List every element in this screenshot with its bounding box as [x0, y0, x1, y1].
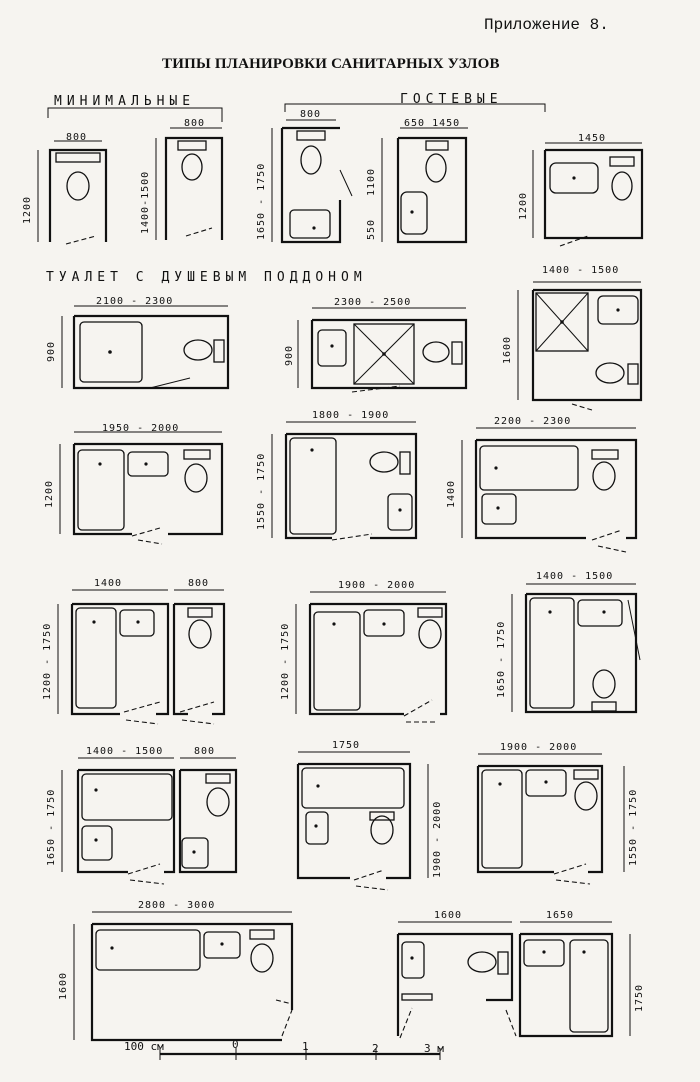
dim-p5-height: 1200: [518, 191, 529, 220]
scale-label-cm: 100 см: [124, 1040, 164, 1053]
dim-p1-height: 1200: [22, 195, 33, 224]
dim-p19-width-right: 1650: [546, 910, 575, 921]
dim-p15-height: 1650 - 1750: [46, 788, 57, 866]
plan-bath-1950: [59, 431, 224, 545]
scale-bar: [159, 1048, 441, 1060]
dim-p13-width: 1900 - 2000: [338, 580, 416, 591]
dim-p14-width: 1400 - 1500: [536, 571, 614, 582]
dim-p15-width-bath: 1400 - 1500: [86, 746, 164, 757]
plan-shower-tray-1: [61, 305, 230, 390]
plan-bath-1900-vertical: [476, 753, 625, 885]
dim-p7-width: 2100 - 2300: [96, 296, 174, 307]
plan-toilet-minimal-1: [37, 140, 108, 245]
section-minimal-bracket: [47, 107, 223, 122]
dim-p3-height: 1650 - 1750: [256, 162, 267, 240]
section-guest-label: ГОСТЕВЫЕ: [400, 92, 503, 107]
plan-bath-2200: [461, 427, 638, 553]
dim-p17-width: 1900 - 2000: [500, 742, 578, 753]
plan-shower-tray-2: [297, 307, 468, 393]
plan-shower-square: [517, 281, 643, 411]
plan-bath-separate-wc: [57, 589, 226, 725]
dim-p2-width: 800: [184, 118, 206, 129]
dim-p15-width-wc: 800: [194, 746, 216, 757]
dim-p19-height: 1750: [634, 983, 645, 1012]
plan-bath-2800: [73, 911, 294, 1042]
page-title: ТИПЫ ПЛАНИРОВКИ САНИТАРНЫХ УЗЛОВ: [162, 56, 500, 72]
dim-p6-width: 1400 - 1500: [542, 265, 620, 276]
plan-bath-1750: [296, 751, 429, 891]
section-minimal-label: МИНИМАЛЬНЫЕ: [54, 94, 196, 109]
plan-bath-double: [396, 921, 631, 1039]
section-shower-label: ТУАЛЕТ С ДУШЕВЫМ ПОДДОНОМ: [46, 270, 367, 285]
scale-label-0: 0: [232, 1038, 239, 1051]
dim-p11-width: 2200 - 2300: [494, 416, 572, 427]
dim-p14-height: 1650 - 1750: [496, 620, 507, 698]
dim-p6-height: 1600: [502, 335, 513, 364]
dim-p12-width-bath: 1400: [94, 578, 123, 589]
dim-p4-height-bottom: 550: [366, 218, 377, 240]
appendix-label: Приложение 8.: [484, 16, 609, 34]
dim-p8-width: 2300 - 2500: [334, 297, 412, 308]
dim-p4-height-top: 1100: [366, 167, 377, 196]
plan-guest-1: [271, 119, 353, 244]
dim-p13-height: 1200 - 1750: [280, 622, 291, 700]
scale-label-1: 1: [302, 1040, 309, 1053]
plan-guest-3: [532, 142, 644, 247]
dim-p10-height: 1550 - 1750: [256, 452, 267, 530]
dim-p7-height: 900: [46, 340, 57, 362]
dim-p16-height: 1900 - 2000: [432, 800, 443, 878]
scale-label-2: 2: [372, 1042, 379, 1055]
dim-p9-height: 1200: [44, 479, 55, 508]
dim-p12-width-wc: 800: [188, 578, 210, 589]
dim-p8-height: 900: [284, 344, 295, 366]
dim-p16-width: 1750: [332, 740, 361, 751]
dim-p18-width: 2800 - 3000: [138, 900, 216, 911]
dim-p4-width: 650 1450: [404, 118, 461, 129]
plan-guest-2: [381, 127, 468, 244]
dim-p11-height: 1400: [446, 479, 457, 508]
dim-p12-height: 1200 - 1750: [42, 622, 53, 700]
dim-p1-width: 800: [66, 132, 88, 143]
plan-bath-1900: [295, 591, 448, 723]
dim-p10-width: 1800 - 1900: [312, 410, 390, 421]
plan-toilet-minimal-2: [155, 127, 224, 240]
plan-bath-side-wc: [61, 757, 238, 885]
dim-p19-width-left: 1600: [434, 910, 463, 921]
plan-bath-1800: [271, 421, 418, 541]
section-guest-bracket: [284, 103, 546, 112]
dim-p17-height: 1550 - 1750: [628, 788, 639, 866]
dim-p3-width: 800: [300, 109, 322, 120]
dim-p18-height: 1600: [58, 971, 69, 1000]
scale-label-m: 3 м: [424, 1042, 444, 1055]
dim-p9-width: 1950 - 2000: [102, 423, 180, 434]
dim-p2-height: 1400-1500: [140, 170, 151, 234]
dim-p5-width: 1450: [578, 133, 607, 144]
plan-bath-1400-vertical: [511, 583, 641, 714]
